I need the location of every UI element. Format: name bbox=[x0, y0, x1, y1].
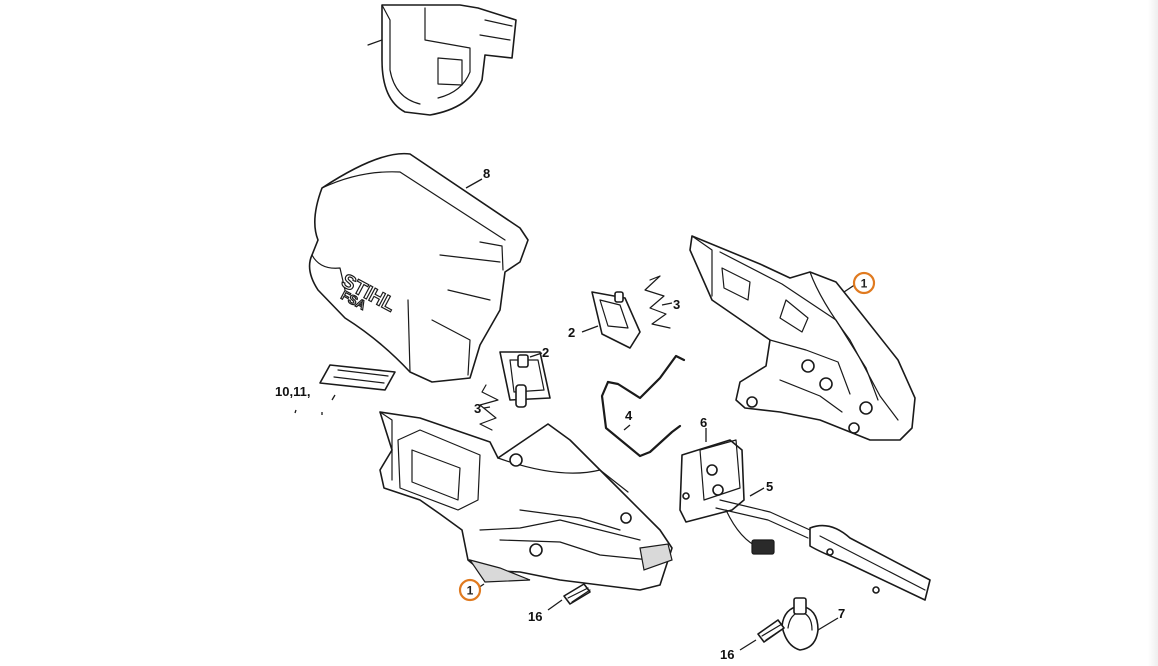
callout-part-4: 4 bbox=[625, 408, 633, 423]
highlight-badge-part-1-right[interactable]: 1 bbox=[852, 271, 876, 295]
left-housing-half-part-1 bbox=[379, 411, 673, 591]
highlight-badge-part-1-left[interactable]: 1 bbox=[458, 578, 482, 602]
callout-part-3-upper: 3 bbox=[673, 297, 680, 312]
screw-part-16-left: 16 bbox=[528, 583, 591, 624]
badge-label-part-1-right: 1 bbox=[861, 277, 868, 291]
badge-label-part-1-left: 1 bbox=[467, 584, 474, 598]
right-housing-half-part-1 bbox=[689, 235, 916, 441]
callout-part-2-upper: 2 bbox=[568, 325, 575, 340]
label-part-10-11: 10,11, bbox=[275, 364, 396, 415]
latch-part-2-lower: 2 bbox=[499, 345, 551, 408]
latch-part-2-upper: 2 bbox=[568, 291, 641, 349]
spring-part-3-lower: 3 bbox=[474, 384, 499, 431]
clamp-part-7: 7 bbox=[781, 597, 845, 651]
callout-part-3-lower: 3 bbox=[474, 401, 481, 416]
screw-part-16-right: 16 bbox=[720, 619, 785, 662]
housing-shell-part-8: STIHL FSA 8 bbox=[308, 152, 529, 383]
right-edge-fade bbox=[1148, 0, 1158, 666]
callout-part-16-right: 16 bbox=[720, 647, 734, 662]
wire-bracket-part-4: 4 bbox=[600, 354, 686, 458]
callout-part-8: 8 bbox=[483, 166, 490, 181]
callout-part-5: 5 bbox=[766, 479, 773, 494]
callout-part-6: 6 bbox=[700, 415, 707, 430]
callout-part-2-lower: 2 bbox=[542, 345, 549, 360]
callout-part-7: 7 bbox=[838, 606, 845, 621]
top-housing-fragment bbox=[367, 4, 517, 116]
cable-harness-part-5: 5 bbox=[715, 479, 931, 601]
callout-part-16-left: 16 bbox=[528, 609, 542, 624]
callout-part-10-11: 10,11, bbox=[275, 384, 310, 399]
switch-plate-part-6: 6 bbox=[679, 415, 745, 523]
spring-part-3-upper: 3 bbox=[644, 275, 680, 329]
